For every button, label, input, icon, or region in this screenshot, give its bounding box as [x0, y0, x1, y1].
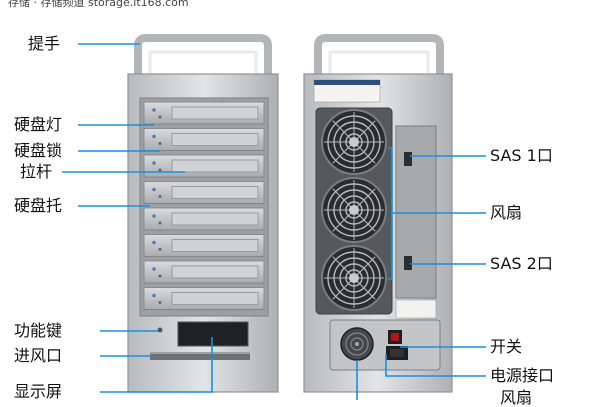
fans: [321, 109, 387, 311]
display-panel: [177, 321, 249, 347]
drive-lock-indicator: [158, 168, 162, 172]
drive-lock-indicator: [158, 142, 162, 145]
label-display: 显示屏: [14, 382, 63, 401]
label-power-port: 电源接口: [490, 366, 555, 385]
label-sas2: SAS 2口: [490, 254, 553, 273]
label-function-key: 功能键: [14, 321, 63, 340]
leader-lines: [62, 43, 486, 400]
label-fan: 风扇: [490, 203, 523, 222]
sas2-port: [404, 256, 412, 270]
drive-led-indicator: [152, 134, 156, 139]
drive-led-indicator: [152, 161, 156, 165]
drive-tray: [143, 181, 265, 204]
watermark-text: 存储 · 存储频道 storage.it168.com: [8, 0, 189, 9]
rear-handle: [314, 34, 444, 78]
drive-tray: [143, 260, 265, 284]
drive-tray: [143, 101, 265, 125]
drive-lock-indicator: [158, 195, 162, 198]
drive-trays: [143, 101, 265, 310]
drive-lock-indicator: [158, 221, 162, 225]
drive-tray: [143, 128, 265, 151]
sas1-port: [404, 152, 412, 166]
function-key: [157, 327, 163, 333]
fan-unit: [321, 245, 387, 311]
label-air-inlet: 进风口: [14, 346, 63, 365]
front-handle: [134, 34, 272, 78]
air-inlet: [150, 352, 250, 360]
label-handle: 提手: [28, 34, 61, 53]
label-switch: 开关: [490, 337, 523, 356]
sas-plate: [395, 125, 437, 299]
drive-tray: [143, 234, 265, 257]
drive-tray: [143, 154, 265, 178]
label-drive-tray: 硬盘托: [14, 196, 63, 215]
label-drive-lock: 硬盘锁: [14, 141, 63, 160]
label-sas1: SAS 1口: [490, 146, 553, 165]
rear-unit: [303, 34, 453, 393]
drive-led-indicator: [152, 108, 156, 112]
drive-led-indicator: [152, 267, 156, 271]
label-fan-2: 风扇: [500, 388, 533, 407]
drive-led-indicator: [152, 293, 156, 298]
leader-power-port: [385, 354, 486, 377]
drive-tray: [143, 287, 265, 310]
leader-display: [100, 337, 213, 393]
fan-unit: [321, 109, 387, 175]
drive-led-indicator: [152, 214, 156, 218]
label-pull-rod: 拉杆: [20, 162, 53, 181]
front-unit: [127, 34, 279, 393]
drive-led-indicator: [152, 187, 156, 192]
drive-tray: [143, 207, 265, 231]
drive-lock-indicator: [158, 248, 162, 251]
drive-led-indicator: [152, 240, 156, 245]
drive-lock-indicator: [158, 115, 162, 119]
fan-unit: [321, 177, 387, 243]
drive-lock-indicator: [158, 301, 162, 304]
label-drive-led: 硬盘灯: [14, 115, 63, 134]
drive-lock-indicator: [158, 274, 162, 278]
